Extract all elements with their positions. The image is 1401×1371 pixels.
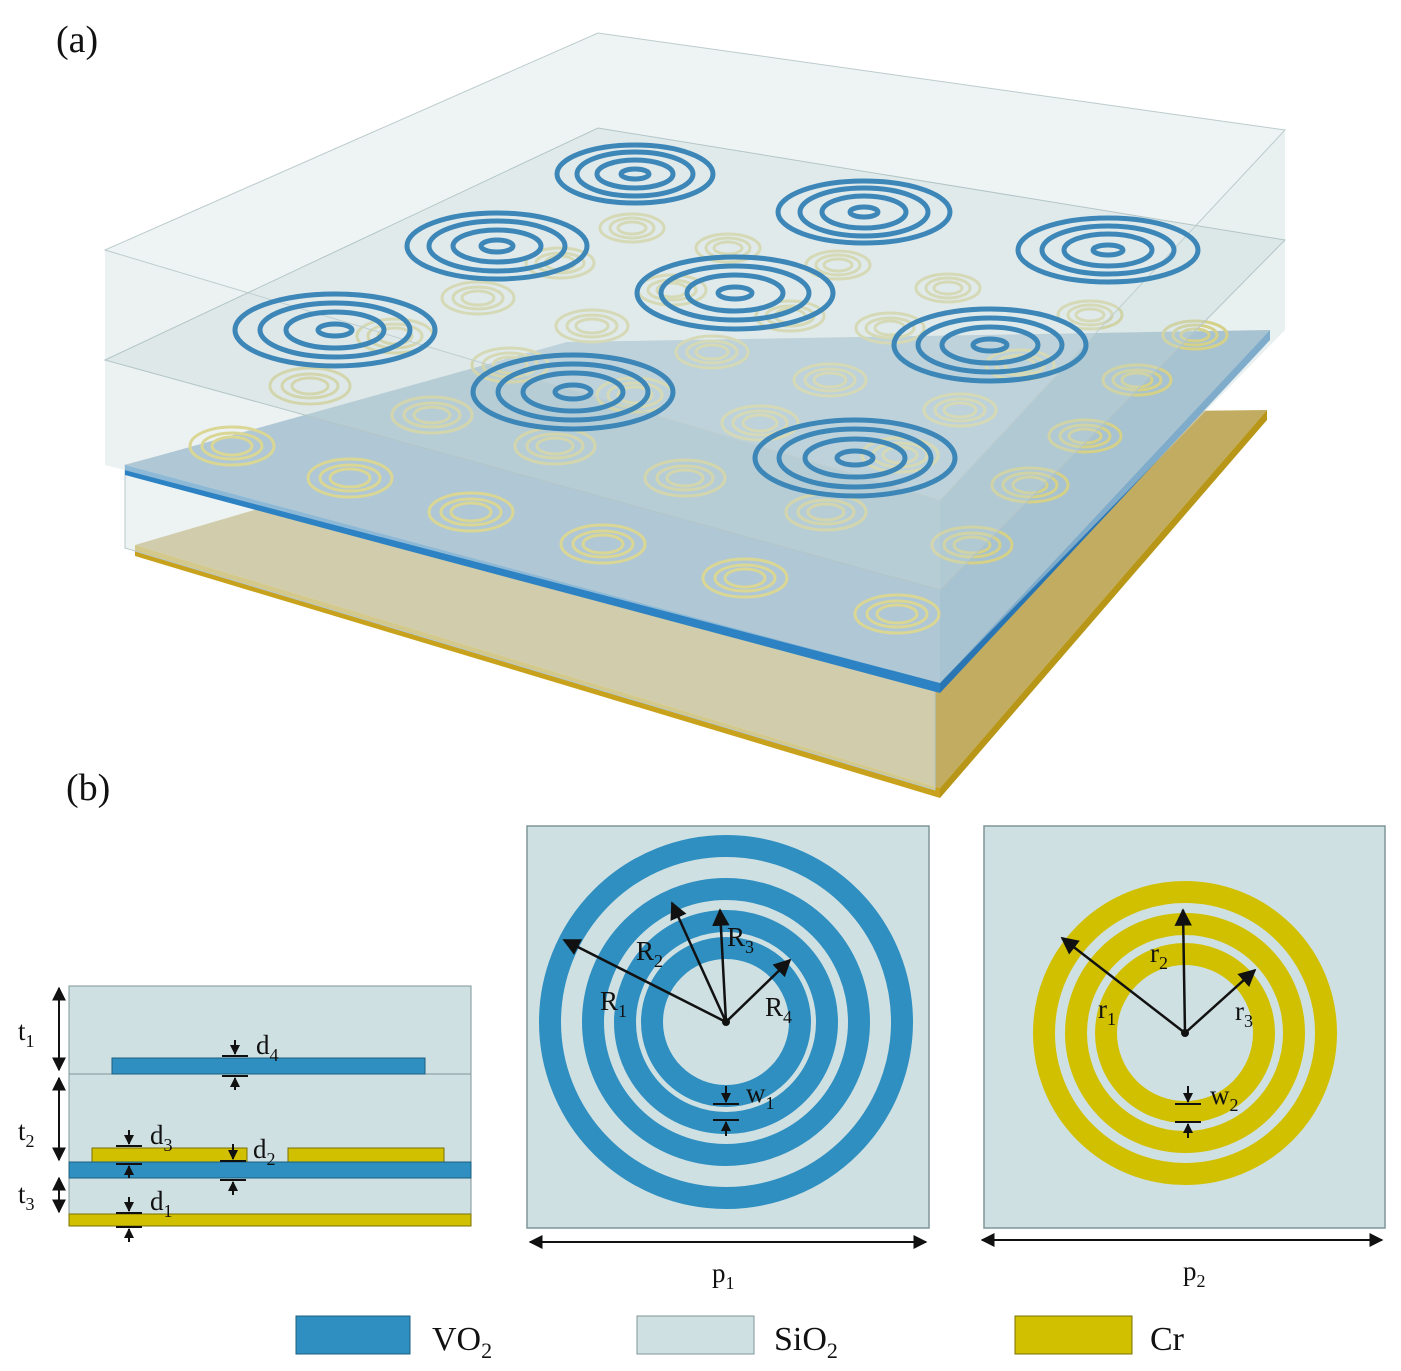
cr-bottom-strip — [68, 1213, 472, 1227]
sio2-upper-box-right-face — [940, 130, 1285, 683]
r2-arrow — [1174, 908, 1193, 1034]
w2-label: w2 — [1210, 1080, 1239, 1115]
vo2-top-strip — [111, 1057, 426, 1075]
R4-label: R4 — [765, 992, 792, 1027]
r2-label: r2 — [1150, 938, 1168, 973]
d1-marker — [116, 1197, 142, 1242]
sio2-layer-t3 — [68, 1173, 472, 1217]
p2-label: p2 — [1183, 1256, 1206, 1291]
legend-cr-swatch — [1014, 1315, 1133, 1355]
sio2-mid-plane — [103, 127, 1287, 591]
R2-label: R2 — [636, 936, 663, 971]
legend-cr-label: Cr — [1150, 1321, 1185, 1358]
legend-vo2-label: VO2 — [432, 1321, 492, 1363]
d3-marker — [116, 1130, 142, 1178]
d2-label: d2 — [253, 1134, 276, 1169]
r3-label: r3 — [1235, 996, 1253, 1031]
R2-arrow — [670, 901, 728, 1023]
legend: VO2 SiO2 Cr — [295, 1315, 1185, 1363]
w2-marker — [1175, 1086, 1201, 1138]
vo2-ring-r2 — [582, 878, 870, 1166]
cr-ring-r1 — [1033, 881, 1337, 1185]
vo2-middle-strip — [68, 1161, 472, 1179]
R3-label: R3 — [727, 922, 754, 957]
w1-marker — [713, 1086, 739, 1136]
cr-unit-cell: r1 r2 r3 w2 p2 — [980, 825, 1386, 1291]
vo2-ring-r1 — [539, 835, 913, 1209]
t2-label: t2 — [18, 1116, 35, 1151]
r1-arrow — [1060, 936, 1186, 1034]
t1-label: t1 — [18, 1016, 35, 1051]
R4-arrow — [725, 958, 792, 1023]
cr-strip-right — [287, 1147, 445, 1163]
d4-label: d4 — [256, 1030, 279, 1065]
r3-arrow — [1184, 968, 1257, 1034]
panel-b-label: (b) — [66, 767, 110, 809]
cr-ring-r3 — [1095, 943, 1275, 1123]
d1-label: d1 — [150, 1186, 173, 1221]
vo2-ring-array — [232, 142, 1201, 499]
d2-marker — [220, 1144, 246, 1195]
vo2-unit-cell: R1 R2 R3 R4 w1 p1 — [526, 825, 930, 1293]
w1-label: w1 — [746, 1078, 775, 1113]
R1-label: R1 — [600, 986, 627, 1021]
d3-label: d3 — [150, 1120, 173, 1155]
R1-arrow — [562, 938, 727, 1024]
d4-marker — [222, 1040, 248, 1090]
cross-section-diagram: t1 t2 t3 d4 d3 d2 d1 — [18, 985, 472, 1242]
r1-label: r1 — [1098, 994, 1116, 1029]
panel-a-label: (a) — [56, 19, 98, 61]
R3-arrow — [712, 908, 730, 1023]
legend-sio2-label: SiO2 — [774, 1321, 838, 1363]
legend-vo2-swatch — [295, 1315, 411, 1355]
legend-sio2-swatch — [636, 1315, 755, 1355]
panel-a-3d-illustration — [103, 32, 1287, 798]
t3-label: t3 — [18, 1179, 35, 1214]
p1-label: p1 — [712, 1258, 735, 1293]
